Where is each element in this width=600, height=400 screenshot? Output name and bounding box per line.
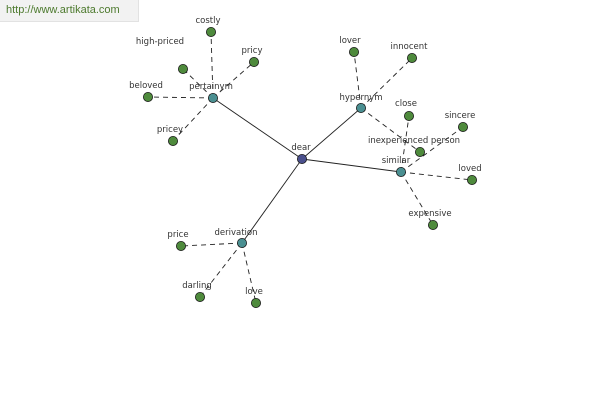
node-costly[interactable] [205,26,216,37]
node-close-label[interactable]: close [395,99,417,109]
node-darling-label[interactable]: darling [182,281,212,291]
edge-pertainym-pricy [212,61,255,99]
node-dear-label[interactable]: dear [291,143,311,153]
node-derivation[interactable] [236,237,247,248]
node-derivation-label[interactable]: derivation [214,228,257,238]
edge-similar-loved [400,171,473,181]
url-banner: http://www.artikata.com [0,0,139,22]
edge-derivation-price [180,242,243,247]
node-expensive-label[interactable]: expensive [408,209,451,219]
edge-hypernym-innocent [360,57,413,109]
node-loved-label[interactable]: loved [458,164,481,174]
node-high-priced[interactable] [177,64,188,75]
node-love-label[interactable]: love [245,287,263,297]
node-innocent-label[interactable]: innocent [391,42,429,52]
edge-dear-derivation [241,158,303,244]
node-sincere-label[interactable]: sincere [445,111,476,121]
edge-dear-pertainym [212,97,303,160]
graph-nodes [142,26,477,308]
node-innocent[interactable] [406,53,417,64]
node-pertainym[interactable] [207,93,218,104]
node-beloved[interactable] [142,92,153,103]
edge-similar-expensive [400,171,434,226]
graph-edges [147,31,473,304]
edge-similar-close [400,115,410,173]
edge-pertainym-beloved [147,96,214,99]
node-dear[interactable] [296,153,307,164]
node-pertainym-label[interactable]: pertainym [189,82,233,92]
edge-hypernym-inexperienced-person [360,107,421,153]
node-loved[interactable] [466,174,477,185]
node-beloved-label[interactable]: beloved [129,81,163,91]
node-love[interactable] [250,297,261,308]
graph-labels: costly high-priced pricy beloved pricey perta… [129,16,482,297]
node-hypernym[interactable] [355,103,366,114]
edge-hypernym-lover [353,51,362,109]
edge-pertainym-pricey [172,97,214,142]
node-lover[interactable] [348,47,359,58]
node-pricey[interactable] [167,135,178,146]
edge-pertainym-high-priced [182,68,214,99]
node-pricy[interactable] [248,57,259,68]
edge-dear-similar [301,158,402,173]
edge-pertainym-costly [210,31,214,99]
edge-derivation-darling [199,242,243,298]
node-pricey-label[interactable]: pricey [157,125,183,135]
node-costly-label[interactable]: costly [195,16,220,26]
node-darling[interactable] [194,291,205,302]
node-lover-label[interactable]: lover [339,36,361,46]
node-high-priced-label[interactable]: high-priced [136,37,184,47]
edge-similar-sincere [400,126,464,173]
node-similar-label[interactable]: similar [382,156,411,166]
edge-derivation-love [241,242,257,304]
node-inexperienced-person-label[interactable]: inexperienced person [368,136,460,146]
node-sincere[interactable] [457,122,468,133]
node-similar[interactable] [395,166,406,177]
node-price[interactable] [175,240,186,251]
node-inexperienced-person[interactable] [414,146,425,157]
edge-dear-hypernym [301,107,362,160]
node-close[interactable] [403,111,414,122]
node-pricy-label[interactable]: pricy [242,46,263,56]
node-expensive[interactable] [427,219,438,230]
site-url-link[interactable]: http://www.artikata.com [6,4,120,16]
node-price-label[interactable]: price [167,230,188,240]
node-hypernym-label[interactable]: hypernym [339,93,382,103]
